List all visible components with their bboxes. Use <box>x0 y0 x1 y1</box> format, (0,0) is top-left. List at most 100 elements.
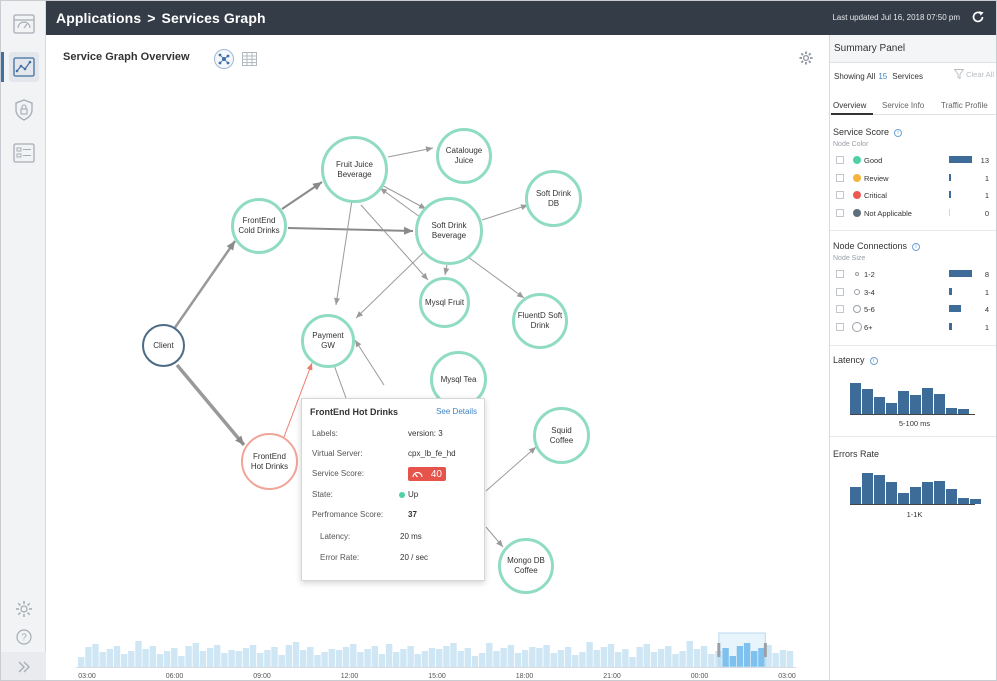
timeline-bar <box>292 642 300 667</box>
histogram-bar <box>850 383 861 414</box>
filter-checkbox[interactable] <box>836 287 844 296</box>
timeline-tick-label: 09:00 <box>253 673 271 680</box>
timeline-drag-handle[interactable] <box>717 643 721 657</box>
node-fluentd-soft-drink[interactable]: FluentD Soft Drink <box>512 293 568 349</box>
help-icon[interactable]: ? <box>9 622 39 652</box>
histogram-bar <box>922 482 933 504</box>
expand-nav-icon[interactable] <box>1 652 46 680</box>
edge-popover-payment <box>354 339 385 386</box>
filter-checkbox[interactable] <box>836 322 844 331</box>
graph-settings-icon[interactable] <box>799 51 813 70</box>
service-graph-nav-icon[interactable] <box>1 52 39 82</box>
settings-gear-icon[interactable] <box>9 594 39 624</box>
filter-icon <box>954 69 965 79</box>
info-icon[interactable]: i <box>912 243 921 251</box>
table-view-icon[interactable] <box>242 52 257 71</box>
info-icon[interactable]: i <box>869 357 878 365</box>
connection-label: 1-2 <box>864 270 875 279</box>
timeline-tick-label: 21:00 <box>603 673 621 680</box>
node-client[interactable]: Client <box>142 324 185 367</box>
timeline-bar <box>407 646 414 667</box>
edge-softbev-softdb <box>481 204 529 221</box>
node-catalogue-juice[interactable]: Catalouge Juice <box>436 128 492 184</box>
score-bar <box>949 173 951 181</box>
reports-icon[interactable] <box>9 138 39 168</box>
score-label: Good <box>864 156 883 165</box>
refresh-icon[interactable] <box>971 10 985 29</box>
timeline-bar <box>751 651 758 667</box>
node-squid-coffee[interactable]: Squid Coffee <box>533 407 590 464</box>
node-mysql-fruit[interactable]: Mysql Fruit <box>419 277 470 328</box>
timeline-bar <box>693 649 701 667</box>
timeline-bar <box>665 646 672 667</box>
timeline-bar <box>772 653 779 667</box>
filter-checkbox[interactable] <box>836 305 844 313</box>
edge-fruit-payment <box>334 199 353 306</box>
histogram-bar <box>898 493 909 504</box>
timeline-bar <box>629 657 636 667</box>
node-frontend-hot-drinks[interactable]: FrontEnd Hot Drinks <box>241 433 298 490</box>
histogram-bar <box>946 488 957 504</box>
timeline-bar <box>249 645 257 667</box>
node-payment-gw[interactable]: Payment GW <box>301 314 355 368</box>
node-soft-drink-db[interactable]: Soft Drink DB <box>525 170 582 227</box>
timeline-bar <box>636 647 643 667</box>
node-size-icon <box>855 272 859 276</box>
node-mongo-db-coffee[interactable]: Mongo DB Coffee <box>498 538 554 594</box>
filter-checkbox[interactable] <box>836 208 844 217</box>
timeline-bar <box>113 646 121 667</box>
timeline-bar <box>536 648 543 667</box>
timeline-bar <box>421 651 429 667</box>
timeline-tick-label: 18:00 <box>516 673 534 680</box>
connection-label: 6+ <box>864 322 873 332</box>
breadcrumb-separator: > <box>147 10 156 26</box>
node-fruit-juice-beverage[interactable]: Fruit Juice Beverage <box>321 136 388 203</box>
popover-value: 37 <box>408 510 417 519</box>
popover-key: Service Score: <box>312 469 365 478</box>
breadcrumb-applications[interactable]: Applications <box>56 10 142 26</box>
timeline-bar <box>321 652 328 667</box>
filter-checkbox[interactable] <box>836 156 844 164</box>
node-label: Squid Coffee <box>549 425 574 445</box>
graph-view-icon[interactable] <box>214 49 234 69</box>
edge-softbev-fruit <box>379 187 421 218</box>
timeline-selection-window[interactable] <box>718 632 766 668</box>
node-frontend-cold-drinks[interactable]: FrontEnd Cold Drinks <box>231 198 287 254</box>
status-dot-icon <box>853 173 861 182</box>
timeline-bar <box>206 648 214 667</box>
score-bar <box>949 208 950 216</box>
timeline-bar <box>178 656 185 667</box>
timeline-bar <box>242 648 250 667</box>
security-shield-icon[interactable] <box>9 95 39 125</box>
tab-traffic-profile[interactable]: Traffic Profile <box>941 101 988 110</box>
tab-service-info[interactable]: Service Info <box>882 101 925 110</box>
timeline-bar <box>350 644 357 667</box>
node-soft-drink-beverage[interactable]: Soft Drink Beverage <box>415 197 483 265</box>
filter-checkbox[interactable] <box>836 173 844 182</box>
filter-checkbox[interactable] <box>836 191 844 199</box>
timeline-bar <box>729 656 736 667</box>
histogram-bar <box>898 390 909 414</box>
score-count: 0 <box>984 208 989 218</box>
filter-checkbox[interactable] <box>836 270 844 278</box>
score-label: Critical <box>864 191 887 200</box>
clear-all-button[interactable]: Clear All <box>954 69 994 79</box>
timeline-bar <box>121 654 128 667</box>
timeline-bar <box>765 645 772 667</box>
node-size-icon <box>854 288 860 295</box>
breadcrumb-services-graph: Services Graph <box>161 10 266 26</box>
tab-overview[interactable]: Overview <box>830 101 874 115</box>
info-icon[interactable]: i <box>894 129 903 137</box>
timeline-tick-label: 03:00 <box>78 673 96 680</box>
timeline-bar <box>493 651 500 667</box>
graph-canvas: Service Graph Overview <box>46 35 829 680</box>
timeline-tick-label: 12:00 <box>341 673 359 680</box>
dashboard-icon[interactable] <box>9 9 39 39</box>
see-details-link[interactable]: See Details <box>436 407 477 416</box>
timeline-drag-handle[interactable] <box>763 643 767 657</box>
connection-bar <box>949 287 952 295</box>
